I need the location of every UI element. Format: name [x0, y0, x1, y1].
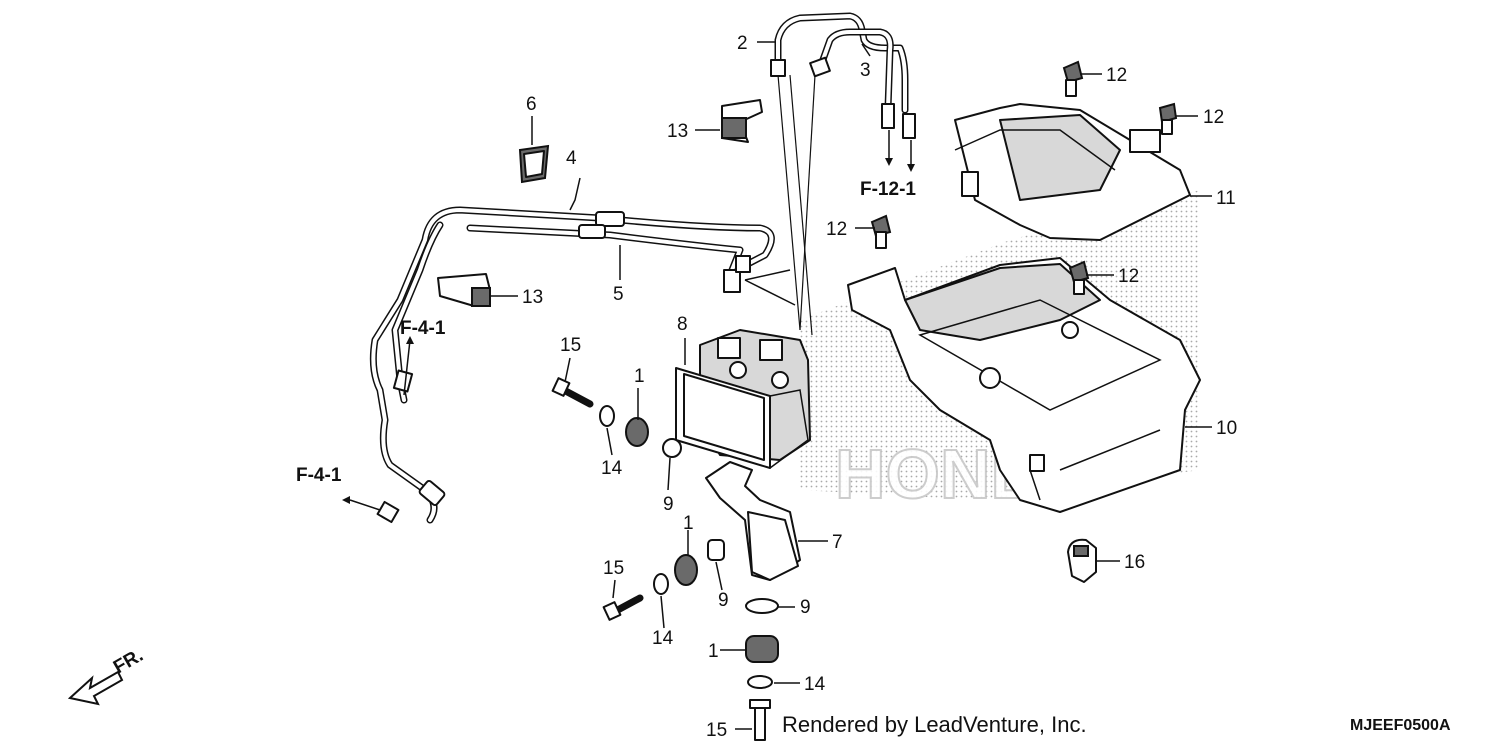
part-8-abs-modulator[interactable]	[675, 329, 811, 469]
callout-14-middle: 14	[652, 628, 674, 649]
part-7-bracket[interactable]	[705, 461, 801, 581]
part-12-clip-b[interactable]	[1158, 102, 1178, 135]
ref-f-4-1-upper: F-4-1	[400, 318, 446, 339]
brake-pipes-upper[interactable]	[770, 12, 916, 336]
callout-13-lower: 13	[522, 287, 543, 308]
callout-15-upper: 15	[560, 335, 581, 356]
hardware-bottom-stack[interactable]	[745, 598, 779, 741]
callout-1-upper: 1	[634, 366, 645, 387]
callout-1-middle: 1	[683, 513, 694, 534]
callout-12-a: 12	[1106, 65, 1127, 86]
callout-1-lower: 1	[708, 641, 719, 662]
callout-15-middle: 15	[603, 558, 624, 579]
part-10-lower-tray[interactable]	[847, 257, 1201, 513]
callout-14-lower: 14	[804, 674, 826, 695]
callout-12-b: 12	[1203, 107, 1224, 128]
leader-lines	[490, 41, 1212, 730]
callout-4: 4	[566, 148, 577, 169]
callout-6: 6	[526, 94, 537, 115]
callout-15-lower: 15	[706, 720, 727, 741]
ref-f-4-1-lower: F-4-1	[296, 465, 342, 486]
callout-12-d: 12	[1118, 266, 1139, 287]
brake-pipes-left[interactable]	[342, 206, 796, 524]
part-6-clip[interactable]	[518, 144, 550, 184]
footer-credit: Rendered by LeadVenture, Inc.	[782, 712, 1087, 737]
callout-9-lower: 9	[800, 597, 811, 618]
section-references[interactable]: F-4-1 F-4-1 F-12-1	[296, 179, 916, 486]
callout-2: 2	[737, 33, 748, 54]
callout-8: 8	[677, 314, 688, 335]
hardware-lower-set[interactable]	[602, 539, 725, 621]
callout-11: 11	[1216, 188, 1236, 209]
ref-f-12-1: F-12-1	[860, 179, 916, 200]
part-11-upper-cover[interactable]	[954, 103, 1191, 241]
callout-5: 5	[613, 284, 624, 305]
callout-10: 10	[1216, 418, 1237, 439]
callouts: 2 3 6 4 13 5 13 8 15 1 14 9 1 7 15 9 9 1…	[522, 33, 1237, 741]
callout-9-middle: 9	[718, 590, 729, 611]
front-arrow-icon	[67, 670, 124, 706]
diagram-code: MJEEF0500A	[1350, 717, 1451, 734]
part-12-clip-d[interactable]	[1068, 260, 1090, 295]
hardware-upper-set[interactable]	[551, 377, 682, 458]
callout-12-c: 12	[826, 219, 847, 240]
part-12-clip-c[interactable]	[870, 214, 892, 249]
part-13-clamp-upper[interactable]	[721, 99, 763, 143]
front-direction-indicator: FR.	[67, 645, 147, 706]
part-13-clamp-lower[interactable]	[437, 273, 491, 307]
callout-3: 3	[860, 60, 871, 81]
callout-16: 16	[1124, 552, 1145, 573]
part-16-clip[interactable]	[1067, 538, 1097, 583]
callout-9-upper: 9	[663, 494, 674, 515]
callout-7: 7	[832, 532, 843, 553]
callout-13-upper: 13	[667, 121, 688, 142]
part-12-clip-a[interactable]	[1062, 60, 1084, 97]
callout-14-upper: 14	[601, 458, 623, 479]
